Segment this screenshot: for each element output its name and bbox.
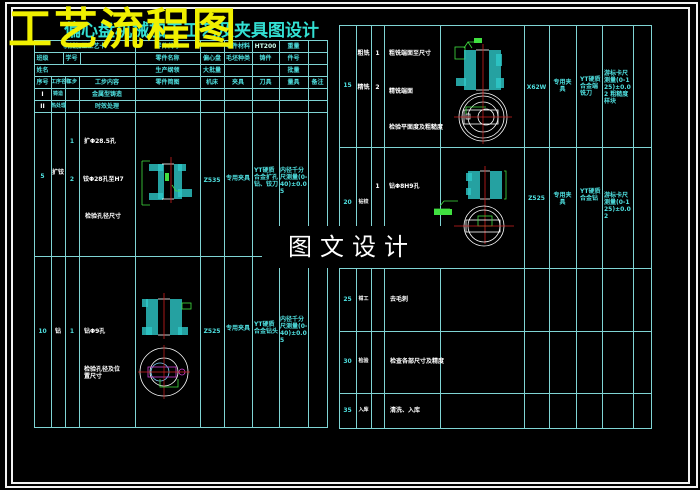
r-row-3-no: 25 bbox=[343, 296, 352, 303]
r-row-2-gauge: 游标卡尺测量(0-125)±0.02 bbox=[604, 192, 631, 220]
header-material-value: HT200 bbox=[254, 43, 277, 50]
r-row-1-content-2: 精铣端面 bbox=[389, 88, 414, 95]
row-3-content-1: 扩Φ28.5孔 bbox=[84, 138, 116, 145]
r-row-2-content-1: 钻Φ8H9孔 bbox=[389, 183, 420, 190]
header-card-title: 机械加工工艺卡 bbox=[63, 43, 106, 50]
col-step-content: 工步内容 bbox=[94, 79, 119, 86]
r-row-1-content-1: 粗铣端面至尺寸 bbox=[389, 50, 432, 57]
r-row-1-no: 15 bbox=[343, 82, 352, 89]
row-4-content-1: 钻Φ9孔 bbox=[84, 328, 106, 335]
header-batch: 批量 bbox=[287, 67, 300, 74]
r-row-3-content: 去毛刺 bbox=[390, 296, 409, 303]
row-4-content-2: 检验孔径及位置尺寸 bbox=[84, 366, 121, 380]
row-1-name: 铸造 bbox=[52, 91, 63, 97]
r-row-1-gauge: 游标卡尺测量(0-125)±0.02 粗糙度样块 bbox=[604, 70, 631, 105]
row-1-content: 金属型铸造 bbox=[91, 91, 122, 98]
sketch-drill-ream-section bbox=[434, 166, 514, 247]
row-3-machine: Z535 bbox=[203, 177, 221, 184]
col-fixture: 夹具 bbox=[231, 79, 244, 86]
row-3-no: 5 bbox=[40, 173, 45, 180]
header-material-label: 零件材料 bbox=[225, 43, 250, 50]
col-machine: 机床 bbox=[205, 79, 218, 86]
row-4-fixture: 专用夹具 bbox=[226, 325, 251, 332]
r-row-2-machine: Z525 bbox=[528, 195, 545, 202]
r-row-2-tool: YT硬质合金钻 bbox=[580, 188, 601, 202]
row-2-name: 热处理 bbox=[51, 103, 67, 109]
col-tool: 刀具 bbox=[259, 79, 272, 86]
header-item-no: 件号 bbox=[287, 55, 300, 62]
r-row-1-machine: X62W bbox=[526, 84, 547, 91]
row-3-tool: YT硬质合金扩孔钻、铰刀 bbox=[254, 167, 279, 188]
row-3-fixture: 专用夹具 bbox=[226, 175, 251, 182]
header-name: 姓名 bbox=[36, 67, 49, 74]
col-gauge: 量具 bbox=[287, 79, 300, 86]
row-3-content-2: 铰Φ28孔至H7 bbox=[83, 176, 124, 183]
r-row-5-name: 入库 bbox=[358, 407, 369, 413]
watermark: 图文设计 bbox=[262, 226, 442, 268]
r-row-1-step-1: 1 bbox=[375, 50, 380, 57]
header-weight: 重量 bbox=[287, 43, 300, 50]
r-row-4-name: 检验 bbox=[358, 358, 369, 364]
overlay-title: 工艺流程图 bbox=[8, 4, 238, 55]
row-4-tool: YT硬质合金钻头 bbox=[254, 321, 279, 335]
row-3-gauge: 内径千分尺测量(0-40)±0.05 bbox=[280, 167, 308, 195]
r-row-1-tool: YT硬质合金端铣刀 bbox=[580, 76, 601, 97]
header-student-no: 学号 bbox=[65, 55, 78, 62]
inner-frame bbox=[11, 7, 690, 484]
header-blank-type: 毛坯种类 bbox=[225, 55, 250, 62]
row-1-no: I bbox=[41, 91, 44, 98]
row-4-machine: Z525 bbox=[203, 328, 221, 335]
row-2-content: 时效处理 bbox=[94, 103, 119, 110]
row-4-no: 10 bbox=[38, 328, 47, 335]
row-4-step-1: 1 bbox=[69, 328, 75, 335]
r-row-1-content-3: 检验平面度及粗糙度 bbox=[389, 124, 444, 131]
r-row-1-fixture: 专用夹具 bbox=[553, 79, 572, 93]
col-step: 工步 bbox=[66, 79, 77, 85]
r-row-2-step-1: 1 bbox=[375, 183, 380, 190]
r-row-4-no: 30 bbox=[343, 358, 352, 365]
sketch-drill-section bbox=[138, 293, 192, 399]
row-3-step-1: 1 bbox=[69, 138, 75, 145]
sketch-mill-section bbox=[454, 38, 512, 144]
row-4-gauge: 内径千分尺测量(0-40)±0.05 bbox=[280, 316, 308, 344]
row-4-name: 钻 bbox=[54, 328, 61, 335]
header-production: 生产纲领 bbox=[155, 67, 180, 74]
col-op-name: 工序名称 bbox=[51, 79, 72, 85]
r-row-5-no: 35 bbox=[343, 407, 352, 414]
r-row-1-name-1: 粗铣 bbox=[357, 50, 370, 57]
row-3-step-2: 2 bbox=[69, 176, 75, 183]
row-3-name: 扩铰 bbox=[51, 169, 64, 176]
r-row-4-content: 检查各部尺寸及精度 bbox=[390, 358, 445, 365]
row-3-content-3: 检验孔径尺寸 bbox=[85, 213, 122, 220]
r-row-2-name: 钻铰 bbox=[358, 199, 369, 205]
header-part-code: 零件代号 bbox=[155, 43, 180, 50]
outer-frame bbox=[5, 2, 698, 488]
r-row-2-no: 20 bbox=[343, 199, 352, 206]
r-row-2-fixture: 专用夹具 bbox=[553, 192, 572, 206]
r-row-5-content: 清洗、入库 bbox=[390, 407, 421, 414]
r-row-1-step-2: 2 bbox=[375, 84, 380, 91]
col-no: 序号 bbox=[36, 79, 49, 86]
header-production-value: 大批量 bbox=[202, 67, 221, 74]
col-remarks: 备注 bbox=[311, 79, 324, 86]
r-row-1-name-2: 精铣 bbox=[357, 84, 370, 91]
header-part-name-value: 偏心盘 bbox=[202, 55, 221, 62]
row-2-no: II bbox=[40, 103, 45, 110]
header-blank-value: 铸件 bbox=[259, 55, 272, 62]
sketch-ream-section bbox=[141, 157, 192, 206]
header-class: 班级 bbox=[36, 55, 49, 62]
header-part-name: 零件名称 bbox=[155, 55, 180, 62]
col-sketch: 零件简图 bbox=[155, 79, 180, 86]
drawing-title: 偏心盘机械加工工艺及夹具图设计 bbox=[64, 21, 319, 41]
r-row-3-name: 钳工 bbox=[358, 296, 369, 302]
